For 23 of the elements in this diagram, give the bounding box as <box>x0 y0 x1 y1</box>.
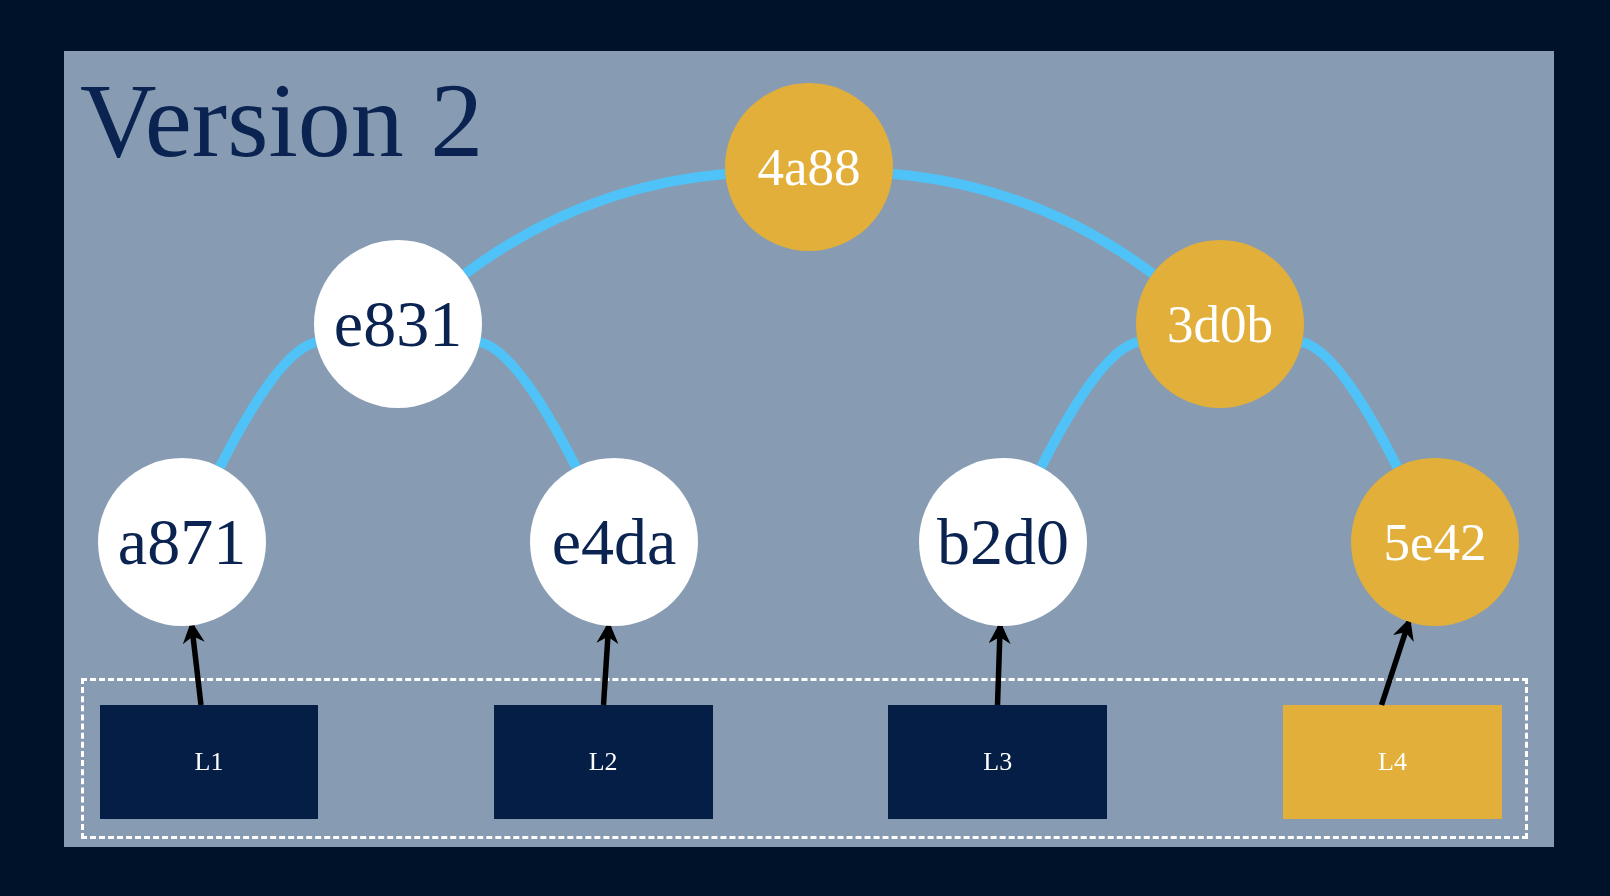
node-label: 4a88 <box>757 137 861 197</box>
node-label: e831 <box>333 286 463 362</box>
connector-arc <box>1036 337 1140 470</box>
leaf-box <box>888 705 1108 819</box>
title: Version 2 <box>80 68 484 174</box>
dashed-group-box <box>81 678 1528 839</box>
leaf-box <box>100 705 318 819</box>
connector-arc <box>1300 337 1402 470</box>
node-label: e4da <box>551 504 677 580</box>
node-label: 3d0b <box>1167 294 1273 354</box>
box-label: L2 <box>588 747 618 777</box>
node-label: b2d0 <box>937 504 1069 580</box>
connector-arc <box>478 337 581 470</box>
node-label: 5e42 <box>1383 512 1487 572</box>
leaf-box <box>1282 705 1502 819</box>
connector-arc <box>215 337 318 470</box>
node-label: a871 <box>117 504 247 580</box>
box-label: L4 <box>1378 747 1407 777</box>
box-label: L3 <box>983 747 1013 777</box>
connector-arc <box>462 169 726 278</box>
leaf-box <box>493 705 713 819</box>
connector-arc <box>892 169 1156 278</box>
box-label: L1 <box>194 747 224 777</box>
